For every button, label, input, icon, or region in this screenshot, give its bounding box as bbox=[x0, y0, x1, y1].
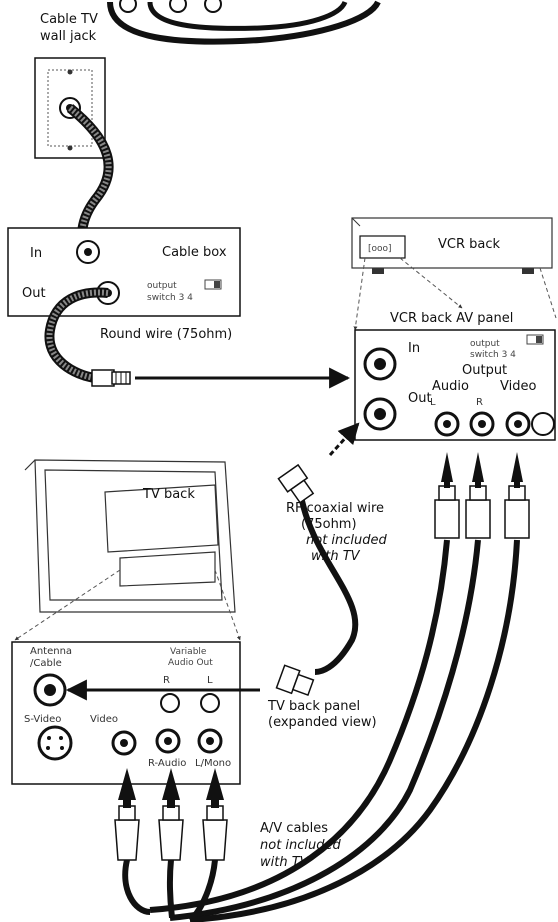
vcr-in-label: In bbox=[408, 341, 420, 356]
plug-end-icon bbox=[204, 0, 222, 13]
tv-antenna-label-2: /Cable bbox=[30, 658, 62, 669]
tv-unit bbox=[24, 459, 236, 613]
vcr-back-label: VCR back bbox=[438, 237, 501, 252]
vcr-output-switch-icon bbox=[526, 334, 544, 345]
round-wire-label: Round wire (75ohm) bbox=[100, 327, 232, 342]
cable-box-title: Cable box bbox=[162, 245, 227, 260]
vcr-l-label: L bbox=[430, 397, 436, 408]
av-cables-label-3: with TV bbox=[260, 855, 310, 870]
cable-box bbox=[7, 227, 241, 317]
tv-lmono-label: L/Mono bbox=[195, 758, 231, 769]
vcr-extra-jack-icon bbox=[531, 412, 555, 436]
tv-back-panel-label-1: TV back panel bbox=[267, 699, 360, 714]
cable-box-out-label: Out bbox=[22, 286, 46, 301]
top-cable-loop bbox=[107, 0, 381, 45]
vcr-audio-label: Audio bbox=[432, 379, 469, 394]
tv-variable-l-jack-icon bbox=[200, 693, 220, 713]
vcr-r-label: R bbox=[476, 397, 483, 408]
tv-projection-lines bbox=[14, 569, 241, 641]
rf-coaxial-cable bbox=[275, 463, 359, 697]
tv-var-l-label: L bbox=[207, 675, 213, 686]
tv-raudio-label: R-Audio bbox=[148, 758, 186, 769]
tv-antenna-label-1: Antenna bbox=[30, 646, 72, 657]
vcr-out-label: Out bbox=[408, 391, 432, 406]
vcr-av-plugs bbox=[434, 485, 530, 539]
tv-video-label: Video bbox=[90, 714, 118, 725]
rf-wire-label-1: RF coaxial wire bbox=[286, 501, 384, 516]
tv-variable-label-2: Audio Out bbox=[168, 658, 213, 668]
tv-back-panel-label-2: (expanded view) bbox=[268, 715, 377, 730]
cable-box-switch-label-1: output bbox=[147, 281, 177, 291]
tv-svideo-jack-icon bbox=[37, 725, 73, 761]
vcr-up-arrows bbox=[441, 452, 523, 488]
av-cables-label-1: A/V cables bbox=[260, 821, 328, 836]
vcr-switch-label-1: output bbox=[470, 339, 500, 349]
vcr-unit: [ooo] bbox=[351, 217, 553, 274]
av-cables-vcr-side bbox=[149, 539, 520, 922]
av-cables-label-2: not included bbox=[260, 838, 342, 853]
tv-svideo-label: S-Video bbox=[24, 714, 61, 725]
arrow-to-vcr-out bbox=[328, 422, 360, 457]
vcr-switch-label-2: switch 3 4 bbox=[470, 350, 516, 360]
rf-wire-label-3: not included bbox=[306, 533, 388, 548]
rf-wire-label-4: with TV bbox=[311, 549, 361, 564]
cable-box-switch-label-2: switch 3 4 bbox=[147, 293, 193, 303]
vcr-av-panel-label: VCR back AV panel bbox=[390, 311, 513, 326]
plug-end-icon bbox=[119, 0, 137, 13]
av-cables-tv-side bbox=[122, 859, 218, 922]
wall-jack-label-1: Cable TV bbox=[40, 12, 98, 27]
tv-back-panel bbox=[11, 641, 241, 785]
rf-wire-label-2: (75ohm) bbox=[301, 517, 357, 532]
tv-var-r-label: R bbox=[163, 675, 170, 686]
tv-av-plugs bbox=[114, 805, 228, 861]
wall-jack-label-2: wall jack bbox=[40, 29, 97, 44]
svg-text:[ooo]: [ooo] bbox=[368, 244, 392, 254]
vcr-projection-lines bbox=[353, 257, 557, 331]
vcr-video-label: Video bbox=[500, 379, 536, 394]
plug-end-icon bbox=[169, 0, 187, 13]
tv-back-label: TV back bbox=[142, 487, 195, 502]
cable-box-in-label: In bbox=[30, 246, 42, 261]
tv-variable-label-1: Variable bbox=[170, 647, 207, 657]
vcr-output-label: Output bbox=[462, 363, 507, 378]
tv-variable-r-jack-icon bbox=[160, 693, 180, 713]
tv-up-arrows bbox=[118, 768, 224, 808]
vcr-av-panel bbox=[354, 329, 556, 441]
coax-connector-icon bbox=[91, 369, 131, 387]
output-switch-icon bbox=[204, 279, 222, 290]
